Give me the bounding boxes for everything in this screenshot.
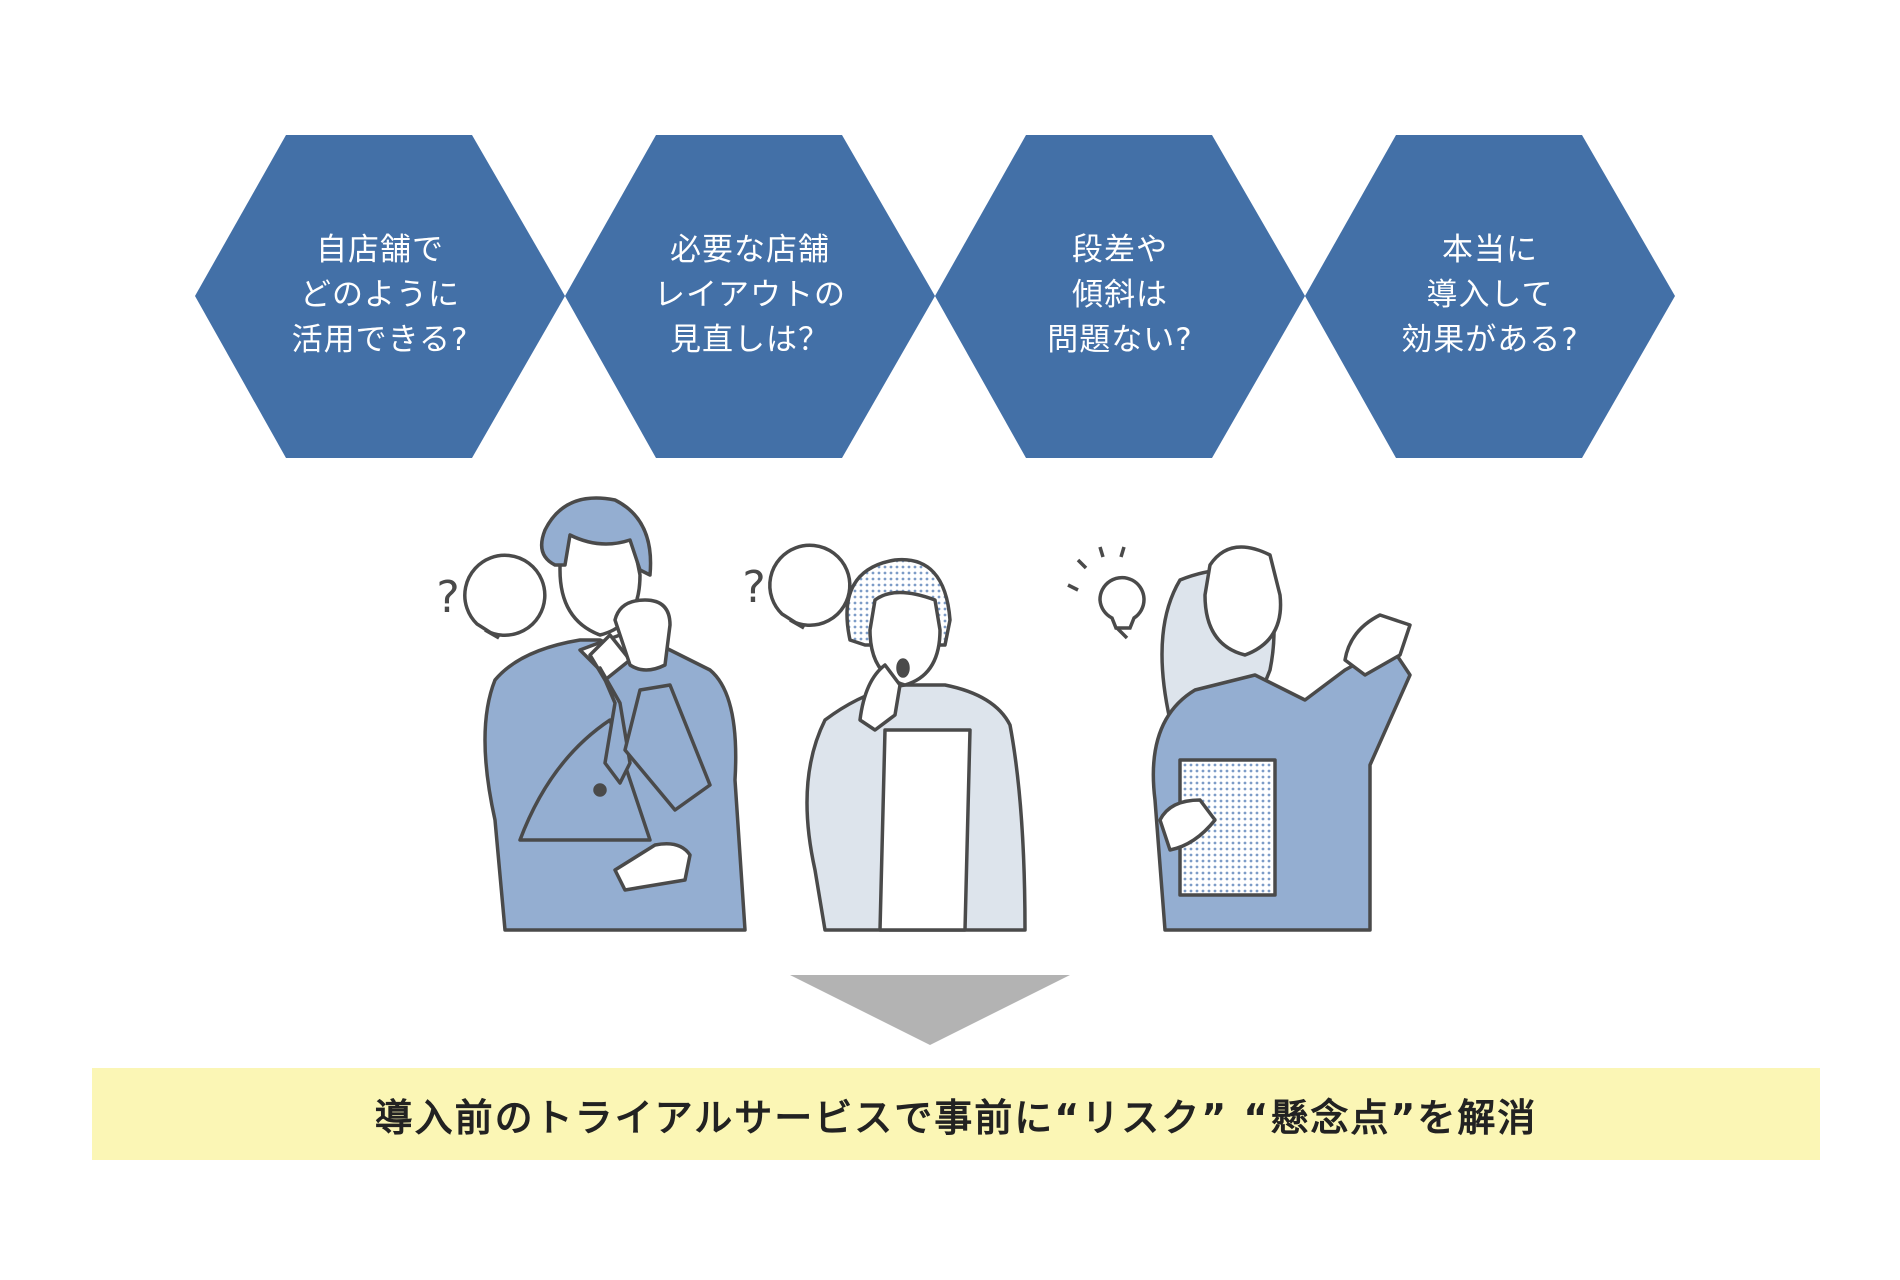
people-illustration: ? ? [436,496,1412,932]
question-line: どのように [300,277,460,313]
question-text-4: 本当に 導入して 効果がある? [1360,228,1620,363]
question-text-2: 必要な店舗 レイアウトの 見直しは？ [620,228,880,363]
question-line: 段差や [1072,232,1168,268]
question-hexagon-2 [565,135,935,458]
banner-text: 導入前のトライアルサービスで事前に“リスク” “懸念点”を解消 [374,1095,1538,1140]
bubble-question-mark: ? [742,562,765,613]
question-line: レイアウトの [654,277,846,313]
question-line: 導入して [1426,277,1554,313]
woman-wondering-figure [805,557,1027,932]
question-line: 活用できる? [291,322,469,358]
question-hexagon-4 [1305,135,1675,458]
question-line: 問題ない? [1047,322,1193,358]
down-arrow-icon [790,975,1070,1045]
question-bubble-icon: ? [436,553,547,640]
question-line: 効果がある? [1401,322,1579,358]
question-line: 自店舗で [316,232,444,268]
man-thinking-figure [483,496,747,932]
question-text-3: 段差や 傾斜は 問題ない? [990,228,1250,363]
question-hexagon-1 [195,135,565,458]
bubble-question-mark: ? [436,572,459,623]
conclusion-banner: 導入前のトライアルサービスで事前に“リスク” “懸念点”を解消 [92,1068,1820,1160]
question-hexagon-row [195,135,1675,458]
question-line: 必要な店舗 [670,232,830,268]
question-line: 傾斜は [1072,277,1168,313]
question-hexagon-3 [935,135,1305,458]
question-text-1: 自店舗で どのように 活用できる? [250,228,510,363]
question-line: 見直しは？ [670,322,830,358]
woman-explaining-figure [1151,545,1412,932]
question-bubble-icon: ? [742,543,852,630]
question-line: 本当に [1442,232,1538,268]
lightbulb-icon [1067,546,1146,640]
